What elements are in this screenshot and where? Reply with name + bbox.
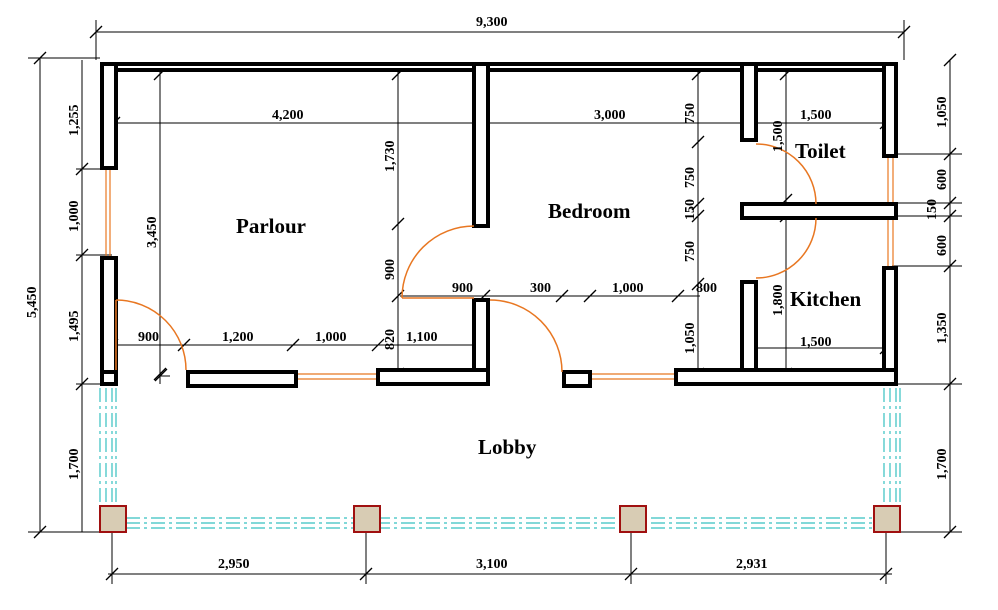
dim-bedroom-upper: 1,730 xyxy=(383,141,398,173)
dim-kitchen-1800-v: 1,800 xyxy=(771,285,786,317)
parlour-bedroom-door xyxy=(401,225,475,299)
columns xyxy=(99,505,901,533)
dim-bottom-2950: 2,950 xyxy=(218,557,250,572)
dim-kitchen-width: 1,500 xyxy=(800,335,832,350)
room-label-parlour: Parlour xyxy=(236,214,306,238)
dim-1200: 1,200 xyxy=(222,330,254,345)
walls xyxy=(100,62,898,388)
dim-800: 800 xyxy=(696,281,717,296)
bedroom-entry-door xyxy=(489,299,563,373)
column xyxy=(99,505,127,533)
dim-1000-b: 1,000 xyxy=(315,330,347,345)
dim-bed-1050: 1,050 xyxy=(683,323,698,355)
lobby-rails xyxy=(99,388,901,529)
dim-bed-750-b: 750 xyxy=(683,167,698,188)
dim-right-1700: 1,700 xyxy=(935,449,950,481)
dim-overall-width: 9,300 xyxy=(476,15,508,30)
column xyxy=(873,505,901,533)
dim-left-1700: 1,700 xyxy=(67,449,82,481)
dim-bottom-3100: 3,100 xyxy=(476,557,508,572)
doors xyxy=(115,143,817,373)
dim-bedroom-width: 3,000 xyxy=(594,108,626,123)
dim-1000-a: 1,000 xyxy=(612,281,644,296)
room-label-kitchen: Kitchen xyxy=(790,287,861,311)
column xyxy=(353,505,381,533)
room-label-lobby: Lobby xyxy=(478,435,537,459)
dim-right-1050: 1,050 xyxy=(935,97,950,129)
dimension-lines xyxy=(28,20,962,584)
dim-parlour-width: 4,200 xyxy=(272,108,304,123)
dim-bed-750-a: 750 xyxy=(683,103,698,124)
dim-left-1255: 1,255 xyxy=(67,105,82,137)
dim-300: 300 xyxy=(530,281,551,296)
dimension-labels: 9,300 4,200 3,000 1,500 1,500 900 300 1,… xyxy=(25,15,950,572)
dim-820: 820 xyxy=(383,329,398,350)
dim-900-a: 900 xyxy=(452,281,473,296)
dim-left-1495: 1,495 xyxy=(67,311,82,343)
dim-right-600-a: 600 xyxy=(935,169,950,190)
column xyxy=(619,505,647,533)
dim-900-b: 900 xyxy=(138,330,159,345)
dim-right-1350: 1,350 xyxy=(935,313,950,345)
dim-left-1000: 1,000 xyxy=(67,201,82,233)
dim-toilet-width: 1,500 xyxy=(800,108,832,123)
dim-bed-150: 150 xyxy=(683,199,698,220)
room-labels: Parlour Bedroom Toilet Kitchen Lobby xyxy=(236,139,861,459)
dim-toilet-1500-v: 1,500 xyxy=(771,121,786,153)
parlour-entry-door xyxy=(115,299,187,371)
dim-right-150: 150 xyxy=(925,199,940,220)
dim-bed-750-c: 750 xyxy=(683,241,698,262)
room-label-toilet: Toilet xyxy=(795,139,846,163)
dim-bottom-2931: 2,931 xyxy=(736,557,768,572)
dim-parlour-depth: 3,450 xyxy=(145,217,160,249)
kitchen-door xyxy=(755,217,817,279)
room-label-bedroom: Bedroom xyxy=(548,199,631,223)
dim-1100: 1,100 xyxy=(406,330,438,345)
dim-door-900-v: 900 xyxy=(383,259,398,280)
dim-right-600-b: 600 xyxy=(935,235,950,256)
toilet-door xyxy=(755,143,817,205)
dim-overall-height: 5,450 xyxy=(25,287,40,319)
